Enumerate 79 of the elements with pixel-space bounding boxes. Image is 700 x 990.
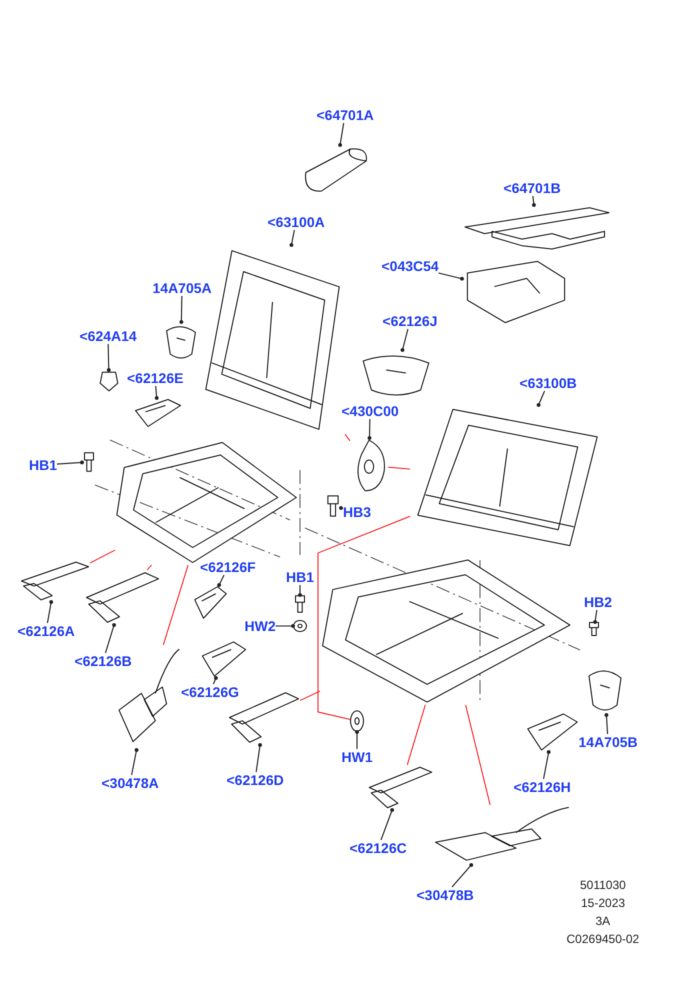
reference-note: 5011030 <box>580 878 626 892</box>
part-number-label: <62126H <box>514 779 571 795</box>
trim-piece-drawing <box>133 398 183 428</box>
part-number-label: <62126G <box>181 684 239 700</box>
part-number-label: HB3 <box>343 504 372 520</box>
clip-drawing <box>98 370 120 392</box>
washer-drawing <box>350 710 364 732</box>
leader-line <box>593 610 598 624</box>
part-number-label: HW2 <box>244 618 276 634</box>
part-number-label: <63100B <box>520 375 577 391</box>
leader-line <box>339 506 344 510</box>
leader-line <box>106 344 111 372</box>
connector-line <box>318 516 410 720</box>
leader-line <box>131 748 138 776</box>
trim-piece-drawing <box>200 640 248 678</box>
part-number-label: <62126A <box>18 623 75 639</box>
rail-cover-drawing <box>85 570 160 625</box>
part-number-label: <043C54 <box>382 258 439 274</box>
leader-line <box>438 272 464 281</box>
part-number-label: <62126C <box>350 840 407 856</box>
part-number-label: HW1 <box>342 749 373 765</box>
part-number-label: <62126F <box>200 559 256 575</box>
rail-cover-drawing <box>20 560 90 602</box>
part-number-label: <30478A <box>102 775 159 791</box>
leader-line <box>355 730 359 749</box>
part-number-label: <62126E <box>127 370 184 386</box>
part-number-label: <624A14 <box>80 328 137 344</box>
part-number-label: <62126J <box>382 313 438 329</box>
leader-line <box>400 328 408 352</box>
bolt-drawing <box>293 595 307 613</box>
leader-line <box>298 585 302 597</box>
part-number-label: <63100A <box>268 214 325 230</box>
reference-note: C0269450-02 <box>566 932 640 946</box>
connector-line <box>162 564 189 646</box>
part-number-label: <64701B <box>504 180 561 196</box>
part-number-label: <64701A <box>316 107 374 123</box>
part-number-label: 14A705A <box>152 280 212 296</box>
reference-note: 3A <box>596 914 610 928</box>
leader-line <box>380 808 394 840</box>
leader-line <box>179 296 184 324</box>
part-number-label: <30478B <box>416 887 474 903</box>
part-number-label: HB2 <box>584 594 612 610</box>
rail-cover-drawing <box>368 765 433 810</box>
trim-piece-drawing <box>193 585 228 620</box>
connector-line <box>406 704 426 766</box>
leader-line <box>604 713 608 734</box>
leader-line <box>104 623 116 654</box>
leader-line <box>532 196 536 207</box>
leader-line <box>46 600 54 624</box>
connector-line <box>90 550 116 564</box>
leader-line <box>154 386 159 400</box>
leader-line <box>290 230 295 247</box>
connector-line <box>300 690 320 701</box>
connector-line <box>146 564 152 570</box>
part-number-label: <62126B <box>74 653 132 669</box>
part-number-label: HB1 <box>286 569 314 585</box>
part-number-label: 14A705B <box>578 734 638 750</box>
leader-line <box>452 863 474 888</box>
leader-line <box>338 122 344 147</box>
connector-line <box>344 434 350 442</box>
leader-line <box>542 750 551 780</box>
leader-line <box>536 390 546 407</box>
reference-note: 15-2023 <box>581 896 626 910</box>
connector-line <box>388 466 410 470</box>
bolt-drawing <box>325 495 341 517</box>
leader-line <box>256 743 262 772</box>
part-number-label: <430C00 <box>342 403 399 419</box>
leader-line <box>368 418 372 440</box>
connector-line <box>465 704 491 806</box>
part-number-label: <62126D <box>226 772 284 788</box>
washer-drawing <box>293 620 307 632</box>
leader-line <box>212 676 218 684</box>
leader-line <box>217 574 225 587</box>
bolt-drawing <box>82 452 96 472</box>
leader-line <box>56 460 84 465</box>
part-number-label: HB1 <box>29 457 58 473</box>
trim-piece-drawing <box>525 712 580 752</box>
leader-line <box>276 624 295 628</box>
bolt-drawing <box>587 622 601 636</box>
